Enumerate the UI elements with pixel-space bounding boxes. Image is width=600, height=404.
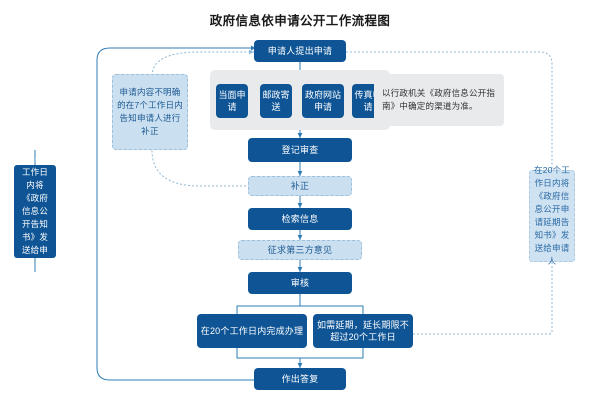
channel-postal[interactable]: 邮政寄送 — [260, 84, 292, 118]
node-review[interactable]: 审核 — [248, 272, 352, 294]
note-left-notice: 在20个工作日内将《政府信息公开告知书》发送给申请人 — [14, 154, 56, 268]
node-start[interactable]: 申请人提出申请 — [254, 40, 346, 62]
note-right-extension-notice: 在20个工作日内将《政府信息公开申请延期告知书》发送给申请人 — [529, 165, 575, 266]
channel-website[interactable]: 政府网站申请 — [302, 84, 344, 118]
note-correction: 申请内容不明确的在7个工作日内告知申请人进行补正 — [112, 74, 188, 150]
node-registration-review[interactable]: 登记审查 — [248, 138, 352, 162]
note-channel-source: 以行政机关《政府信息公开指南》中确定的渠道为准。 — [374, 74, 504, 126]
channel-in-person[interactable]: 当面申请 — [216, 84, 248, 118]
page-title: 政府信息依申请公开工作流程图 — [209, 14, 391, 28]
node-branch-complete[interactable]: 在20个工作日内完成办理 — [197, 314, 307, 348]
node-correction[interactable]: 补正 — [248, 176, 352, 196]
node-branch-extension[interactable]: 如需延期，延长期限不超过20个工作日 — [313, 314, 413, 348]
node-end-reply[interactable]: 作出答复 — [254, 368, 346, 390]
node-third-party-opinion[interactable]: 征求第三方意见 — [238, 240, 362, 260]
node-search-information[interactable]: 检索信息 — [248, 208, 352, 230]
